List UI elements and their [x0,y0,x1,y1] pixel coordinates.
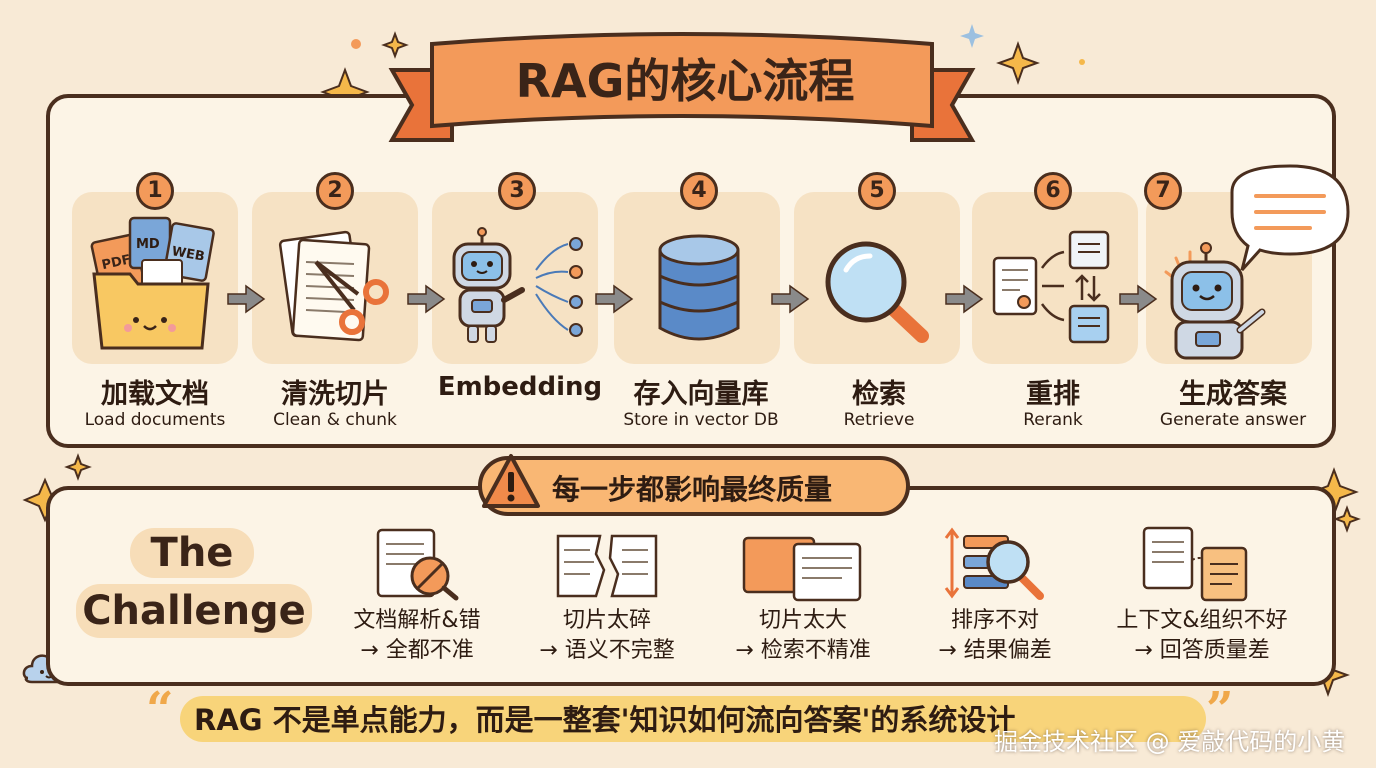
quote-bar [180,696,1206,742]
step-subtitle-6: Rerank [1023,410,1083,430]
issue-4-line1: 排序不对 [950,608,1039,633]
issue-4-line2: → 结果偏差 [938,638,1052,663]
warning-text: 每一步都影响最终质量 [552,473,833,506]
warning-pill [478,456,910,516]
step-title-1: 加载文档 [101,379,209,410]
issue-3-line2: → 检索不精准 [735,638,871,663]
folder-documents-icon: PDF MD WEB [90,216,215,350]
step-number-3: 3 [498,172,536,210]
context-pages-icon [1142,526,1248,602]
broken-document-icon [376,528,459,601]
quote-open-mark: “ [146,682,174,738]
step-subtitle-5: Retrieve [843,410,915,430]
page-title: RAG的核心流程 [515,54,855,108]
arrow-right-icon [771,284,810,314]
title-banner [388,32,976,142]
step-subtitle-2: Clean & chunk [273,410,397,430]
sparkle-icon [64,453,92,481]
sparkle-icon [996,41,1040,85]
step-title-6: 重排 [1026,379,1080,410]
step-title-2: 清洗切片 [281,379,389,410]
step-title-3: Embedding [437,372,603,402]
sparkle-icon [960,24,984,48]
issue-2-line2: → 语义不完整 [539,638,675,663]
step-number-1: 1 [136,172,174,210]
step-number-5: 5 [858,172,896,210]
warning-icon [482,454,540,508]
issue-1: 文档解析&错 → 全都不准 [332,606,502,666]
magnifier-icon [825,241,929,343]
issue-5-line1: 上下文&组织不好 [1116,608,1288,633]
arrow-right-icon [945,284,984,314]
issue-2-line1: 切片太碎 [562,608,651,633]
watermark: 掘金技术社区 @ 爱敲代码的小黄 [994,728,1346,756]
rerank-icon [992,230,1110,344]
step-number-4: 4 [680,172,718,210]
challenge-title-line2: Challenge [76,584,312,638]
step-number-7: 7 [1144,172,1182,210]
challenge-title-line1: The [130,528,254,578]
step-title-5: 检索 [852,379,906,410]
issue-4: 排序不对 → 结果偏差 [910,606,1080,666]
step-subtitle-4: Store in vector DB [623,410,779,430]
sort-search-icon [944,527,1044,600]
step-subtitle-7: Generate answer [1159,410,1307,430]
step-number-2: 2 [316,172,354,210]
issue-1-line1: 文档解析&错 [353,608,481,633]
step-subtitle-1: Load documents [84,410,226,430]
step-number-6: 6 [1034,172,1072,210]
robot-answer-icon [1164,164,1350,360]
scissors-papers-icon [278,230,389,342]
arrow-right-icon [407,284,446,314]
step-title-7: 生成答案 [1179,379,1287,410]
quote-text: RAG 不是单点能力，而是一整套'知识如何流向答案'的系统设计 [194,703,1016,737]
issue-5-line2: → 回答质量差 [1134,638,1270,663]
torn-pages-icon [556,534,658,598]
issue-2: 切片太碎 → 语义不完整 [522,606,692,666]
arrow-right-icon [1119,284,1158,314]
database-icon [658,234,740,341]
step-title-4: 存入向量库 [633,379,769,410]
arrow-right-icon [595,284,634,314]
robot-embedding-icon [452,227,583,343]
large-chunk-icon [742,536,862,602]
quote-close-mark: ” [1206,682,1234,738]
issue-5: 上下文&组织不好 → 回答质量差 [1102,606,1302,666]
issue-3-line1: 切片太大 [758,608,847,633]
issue-3: 切片太大 → 检索不精准 [718,606,888,666]
md-label: MD [136,237,160,252]
issue-1-line2: → 全都不准 [360,638,474,663]
pdf-label: PDF [100,252,132,273]
sparkle-icon [381,31,409,59]
arrow-right-icon [227,284,266,314]
sparkle-icon [1333,505,1361,533]
